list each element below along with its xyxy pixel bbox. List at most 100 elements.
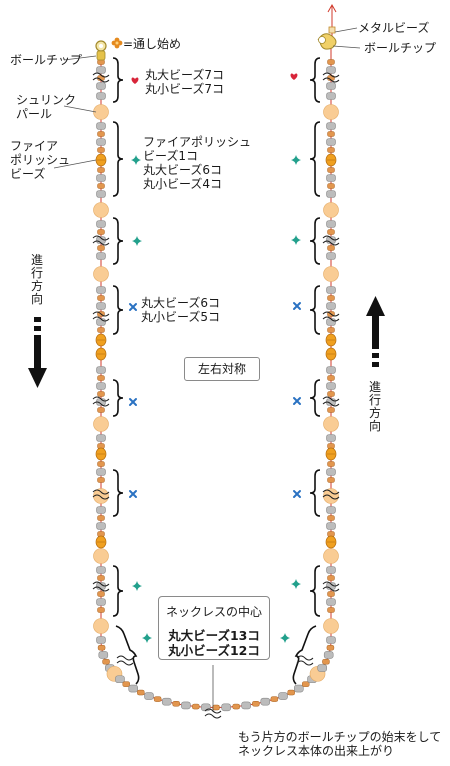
- large-bead: [326, 468, 336, 476]
- break-mark: [322, 494, 340, 500]
- break-mark: [92, 316, 110, 322]
- shrink-pearl: [93, 104, 109, 120]
- brace-right: [112, 285, 124, 335]
- large-bead: [96, 382, 106, 390]
- small-bead: [327, 327, 335, 333]
- large-bead: [96, 220, 106, 228]
- small-bead: [327, 245, 335, 251]
- ball-chip-right-icon: [317, 33, 337, 50]
- break-mark: [322, 316, 340, 322]
- symmetry-label: 左右対称: [184, 357, 260, 381]
- brace-left: [309, 57, 321, 103]
- break-mark: [92, 586, 110, 592]
- shrink-pearl: [323, 104, 339, 120]
- icon-layer: [129, 73, 301, 643]
- large-bead: [96, 598, 106, 606]
- large-bead: [96, 522, 106, 530]
- small-bead: [97, 644, 106, 651]
- small-bead: [252, 701, 260, 707]
- small-bead: [327, 575, 335, 581]
- small-bead: [326, 644, 335, 651]
- small-bead: [97, 575, 105, 581]
- small-bead: [327, 375, 335, 381]
- direction-right-label: 進行方向: [368, 380, 381, 433]
- large-bead: [323, 651, 334, 659]
- break-mark: [322, 311, 340, 317]
- start-marker-icon: [111, 37, 123, 49]
- segment2-line1: ファイアポリッシュ: [143, 135, 252, 149]
- break-mark: [92, 396, 110, 402]
- fire-polish-label-1: ファイア: [10, 139, 59, 153]
- brace-left: [309, 565, 321, 617]
- break-mark: [116, 660, 134, 666]
- shrink-pearl: [323, 202, 339, 218]
- break-mark: [92, 581, 110, 587]
- break-mark: [322, 396, 340, 402]
- large-bead: [326, 366, 336, 374]
- heart-icon: [131, 77, 139, 84]
- small-bead: [97, 477, 105, 483]
- segment3-line2: 丸小ビーズ5コ: [141, 310, 221, 324]
- small-bead: [270, 696, 279, 702]
- small-bead: [232, 703, 240, 710]
- small-bead: [327, 59, 335, 65]
- small-bead: [97, 295, 105, 301]
- sparkle-icon: [291, 235, 301, 245]
- cross-icon: [129, 398, 137, 406]
- sparkle-icon: [280, 633, 290, 643]
- brace-left: [309, 379, 321, 417]
- small-bead: [97, 147, 105, 153]
- small-bead: [327, 131, 335, 137]
- small-bead: [327, 515, 335, 521]
- small-bead: [212, 704, 220, 711]
- break-mark: [322, 586, 340, 592]
- small-bead: [122, 681, 130, 687]
- break-mark: [322, 77, 340, 83]
- shrink-pearl: [323, 548, 339, 564]
- large-bead: [326, 220, 336, 228]
- brace-layer: [112, 57, 321, 685]
- large-bead: [326, 286, 336, 294]
- shrink-pearl: [93, 202, 109, 218]
- small-bead: [137, 689, 145, 696]
- large-bead: [96, 92, 106, 100]
- small-bead: [327, 147, 335, 153]
- large-bead: [115, 675, 125, 684]
- break-mark: [322, 581, 340, 587]
- sparkle-icon: [142, 633, 152, 643]
- small-bead: [97, 131, 105, 137]
- large-bead: [98, 651, 109, 659]
- segment2-line2: ビーズ1コ: [143, 149, 199, 163]
- small-bead: [97, 407, 105, 413]
- break-mark: [322, 401, 340, 407]
- break-mark: [92, 311, 110, 317]
- large-bead: [181, 701, 191, 710]
- small-bead: [327, 295, 335, 301]
- large-bead: [326, 92, 336, 100]
- metal-beads-label: メタルビーズ: [358, 21, 430, 35]
- break-mark: [92, 401, 110, 407]
- break-layer: [92, 72, 340, 719]
- brace-left: [309, 121, 321, 197]
- cross-icon: [129, 490, 137, 498]
- large-bead: [96, 434, 106, 442]
- large-bead: [96, 174, 106, 182]
- large-bead: [326, 190, 336, 198]
- shrink-pearl: [93, 416, 109, 432]
- large-bead: [96, 122, 106, 130]
- direction-left-label: 進行方向: [30, 253, 43, 306]
- small-bead: [172, 701, 180, 707]
- small-bead: [97, 515, 105, 521]
- cross-icon: [293, 302, 301, 310]
- large-bead: [161, 697, 172, 706]
- break-mark: [322, 235, 340, 241]
- small-bead: [327, 407, 335, 413]
- sparkle-icon: [131, 155, 141, 165]
- brace-left: [292, 625, 317, 685]
- break-mark: [92, 489, 110, 495]
- direction-arrow-down-icon: [28, 317, 47, 388]
- cross-icon: [293, 490, 301, 498]
- large-bead: [326, 66, 336, 74]
- large-bead: [326, 138, 336, 146]
- fire-polish-label-2: ポリッシュ: [10, 153, 71, 167]
